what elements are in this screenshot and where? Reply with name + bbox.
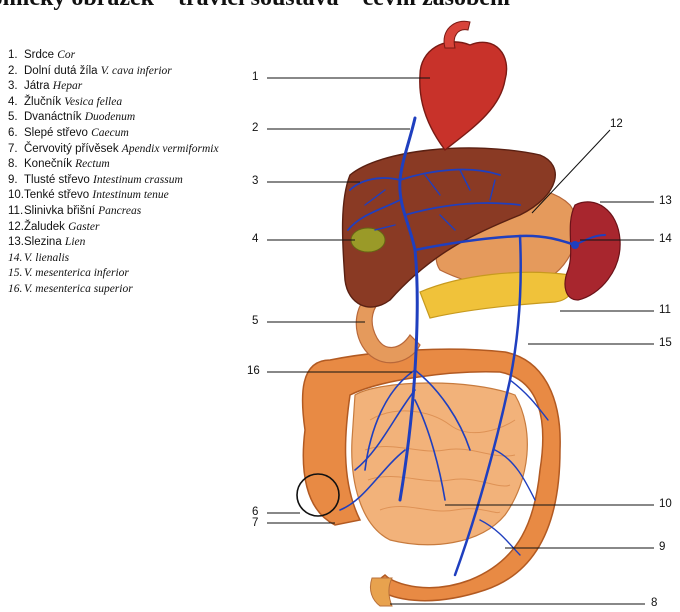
callout-9: 9 — [659, 541, 665, 553]
callout-4: 4 — [252, 233, 258, 245]
vein-junction-spleen — [571, 241, 579, 249]
callout-8: 8 — [651, 597, 657, 609]
small-intestine-shape — [352, 383, 528, 545]
callout-15: 15 — [659, 337, 672, 349]
callout-5: 5 — [252, 315, 258, 327]
callout-3: 3 — [252, 175, 258, 187]
callout-13: 13 — [659, 195, 672, 207]
heart-shape — [420, 42, 507, 150]
spleen-shape — [565, 202, 620, 300]
gallbladder-shape — [351, 228, 385, 252]
callout-10: 10 — [659, 498, 672, 510]
callout-1: 1 — [252, 71, 258, 83]
pancreas-shape — [420, 272, 573, 318]
callout-2: 2 — [252, 122, 258, 134]
callout-14: 14 — [659, 233, 672, 245]
rectum-shape — [370, 578, 392, 606]
callout-11: 11 — [659, 304, 671, 316]
callout-16: 16 — [247, 365, 260, 377]
callout-7: 7 — [252, 517, 258, 529]
callout-12: 12 — [610, 118, 623, 130]
